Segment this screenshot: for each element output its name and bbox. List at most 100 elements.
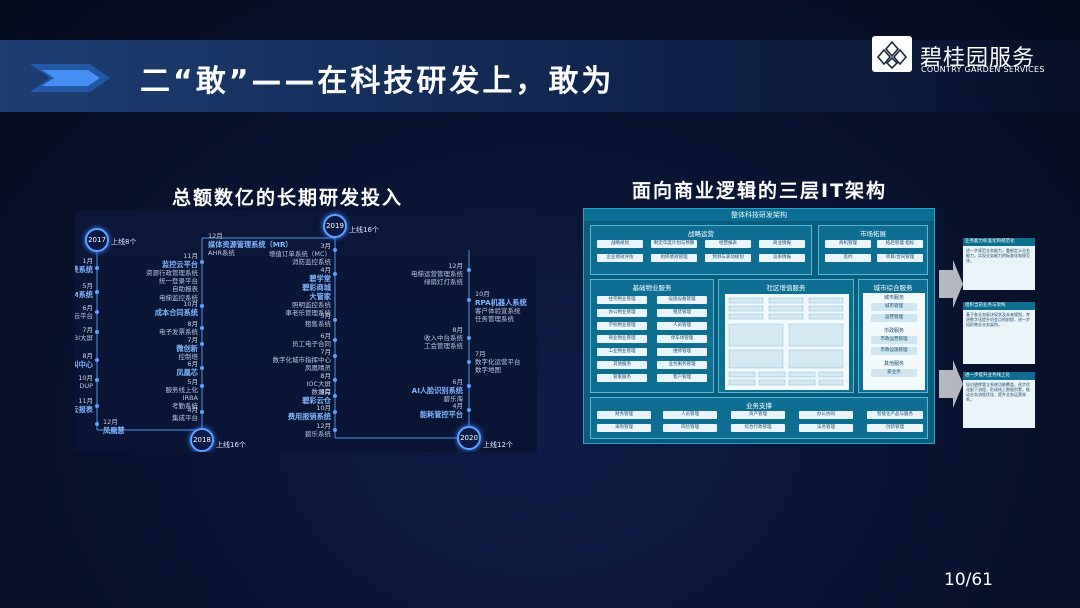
property-cell: 设施设备管理 [657, 296, 707, 304]
city-cell: 市政设施管理 [871, 347, 917, 355]
event-2017-item: 12月凤凰慧 [103, 418, 125, 436]
event-2020-item: 7月数字化运营平台 数字地图 [475, 350, 521, 375]
event-2017-item: 6月停车收费云平台 [75, 304, 93, 321]
strategy-block: 战略运营 战略规划 制定年度计划与预算 经营报表 商业情报 企业绩效评估 组织绩… [590, 225, 812, 275]
event-2018-item: 10月成本合同系统 [154, 300, 198, 318]
year-marker-2019: 2019 [323, 214, 347, 238]
event-2018-item: 5月服务线上化 IRBA 考勤系统 [165, 378, 199, 411]
support-cell: 资产管理 [731, 411, 785, 419]
city-block: 城市综合服务 城市服务 城市管理 运营管理 市政服务 市政运营管理 市政设施管理… [858, 279, 928, 393]
event-2019-item: 6月员工电子合同 [292, 332, 331, 349]
city-cell: 运营管理 [871, 314, 917, 322]
architecture-title: 整体科技研发架构 [584, 209, 934, 221]
market-block: 市场拓展 商机管理 拓后管理 指标 签约 项目/合同管理 [818, 225, 928, 275]
online-count-2020: 上线12个 [483, 441, 513, 449]
community-detail-grid [728, 297, 844, 386]
side-note: 业务能力标准化和规范化 进一步规范业务能力，重新定义业务能力，实现业务能力的标准… [963, 238, 1035, 290]
property-cell: 维修管理 [657, 348, 707, 356]
event-2018-item: 6月凤凰芯 [176, 360, 198, 378]
event-2018-item: 11月监控云平台 资源行政管理系统 统一登录平台 自助报表 电梯监控系统 [146, 252, 198, 302]
city-cell: 市政运营管理 [871, 336, 917, 344]
event-2019-item: 4月碧学堂 碧彩商城 大管家 照明监控系统 車老乐管理系统 [285, 266, 332, 318]
title-chevron-icon [30, 64, 110, 92]
strategy-cell: 商业情报 [759, 240, 805, 248]
logo-emblem-icon [876, 40, 908, 70]
event-2017-item: 11月云报表 [75, 397, 93, 415]
year-marker-2017: 2017 [85, 228, 109, 252]
property-cell: 租赁管理 [657, 309, 707, 317]
event-2019-item: 12月媒体资源管理系统（MR）AHR系统 [208, 232, 293, 258]
event-2019-item: 7月数字化城市指挥中心 凤凰晴灵 [272, 348, 332, 373]
page-number: 10/61 [944, 570, 993, 590]
online-count-2017: 上线8个 [111, 238, 137, 246]
support-cell: 法务管理 [799, 424, 853, 432]
year-marker-2018: 2018 [190, 428, 214, 452]
property-cell: 办公物业管理 [597, 309, 647, 317]
support-cell: 综合行政管理 [731, 424, 785, 432]
event-2020-item: 4月能耗管控平台 [419, 402, 463, 420]
strategy-cell: 制定年度计划与预算 [651, 240, 697, 248]
support-block: 业务支撑 财务管理 人员管理 资产管理 办公协同 智能化产品与服务 采购管理 风… [590, 397, 928, 439]
event-2018-item: 4月集成平台 [172, 406, 198, 423]
support-cell: 风险管理 [663, 424, 717, 432]
right-heading: 面向商业逻辑的三层IT架构 [632, 180, 888, 202]
property-cell: 业务服务管理 [657, 361, 707, 369]
year-marker-2020: 2020 [457, 426, 481, 450]
strategy-cell: 组织绩效管理 [651, 254, 697, 262]
property-block: 基础物业服务 住宅物业管理 设施设备管理 办公物业管理 租赁管理 学校物业管理 … [590, 279, 714, 393]
event-2017-item: 8月呼叫中心 [75, 352, 93, 370]
property-cell: 工业物业管理 [597, 348, 647, 356]
event-2017-item: 5月CRM系统 [75, 282, 93, 300]
strategy-cell: 战略规划 [597, 240, 643, 248]
event-2018-item: 7月微创新控制塔 [176, 336, 198, 362]
city-cell: 城市管理 [871, 303, 917, 311]
property-cell: 人员管理 [657, 322, 707, 330]
rd-timeline: 2017 上线8个 2018 上线16个 2019 上线16个 2020 上线1… [75, 210, 537, 452]
event-2019-item: 9月碧彩云仓 [302, 388, 331, 406]
timeline-lines [95, 226, 471, 439]
support-cell: 创新管理 [867, 424, 923, 432]
city-cell: 新业务 [871, 369, 917, 377]
community-detail-area [725, 294, 849, 390]
architecture-diagram: 整体科技研发架构 战略运营 战略规划 制定年度计划与预算 经营报表 商业情报 企… [583, 208, 935, 444]
property-cell: 其他服务 [597, 361, 647, 369]
side-arrow-icon [939, 260, 963, 408]
property-cell: 管家服务 [597, 374, 647, 382]
side-note: 组织当前业务与架构 基于各业务板块现状及未来规划，考虑数字化提升机会点的前提，进… [963, 302, 1035, 364]
support-cell: 财务管理 [597, 411, 651, 419]
market-cell: 项目/合同管理 [877, 254, 923, 262]
property-cell: 学校物业管理 [597, 322, 647, 330]
online-count-2018: 上线16个 [216, 441, 246, 449]
event-2019-item: 12月碧乐系统 [305, 422, 331, 439]
property-cell: 客户管理 [657, 374, 707, 382]
support-cell: 人员管理 [663, 411, 717, 419]
event-2019-item: 5月租售系统 [305, 312, 331, 329]
side-note: 进一步提升业务线上化 现对碧缘管立系统功能覆盖，逐步优化配下流程，形成线上数据积… [963, 372, 1035, 428]
strategy-cell: 经营报表 [705, 240, 751, 248]
support-cell: 智能化产品与服务 [867, 411, 923, 419]
market-cell: 拓后管理 指标 [877, 240, 923, 248]
strategy-cell: 企业绩效评估 [597, 254, 643, 262]
property-cell: 停车场管理 [657, 335, 707, 343]
event-2019-item: 10月费用报销系统 [287, 404, 331, 422]
slide-title: 二“敢”——在科技研发上，敢为 [140, 64, 615, 99]
property-cell: 住宅物业管理 [597, 296, 647, 304]
event-2019-item: 3月增值订单系统（MC） 消防监控系统 [268, 242, 331, 267]
support-cell: 采购管理 [597, 424, 651, 432]
market-cell: 商机管理 [825, 240, 871, 248]
support-cell: 办公协同 [799, 411, 853, 419]
left-heading: 总额数亿的长期研发投入 [172, 187, 404, 209]
logo-name-cn: 碧桂园服务 [920, 46, 1036, 71]
company-logo [872, 36, 912, 72]
event-2018-item: 8月电子发票系统 [159, 320, 198, 337]
strategy-cell: 预测与滚动规划 [705, 254, 751, 262]
community-block: 社区增值服务 [718, 279, 854, 393]
event-2017-item: 1月ERP收费系统 [75, 257, 93, 275]
online-count-2019: 上线16个 [349, 226, 379, 234]
market-cell: 签约 [825, 254, 871, 262]
